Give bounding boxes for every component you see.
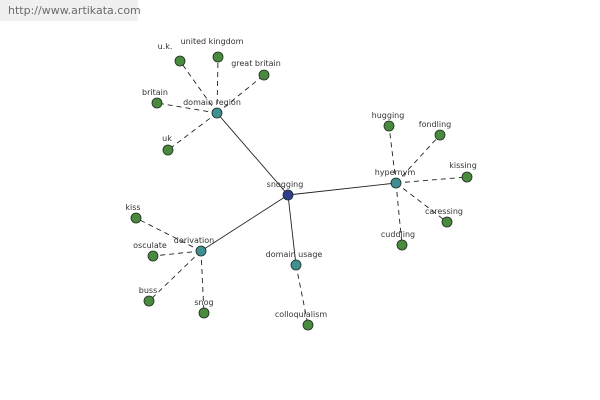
label-colloquialism: colloquialism bbox=[275, 310, 328, 319]
label-derivation: derivation bbox=[174, 236, 214, 245]
node-snogging[interactable] bbox=[282, 189, 294, 201]
node-snog[interactable] bbox=[198, 307, 210, 319]
node-caressing[interactable] bbox=[441, 216, 453, 228]
edge-domain-region-united-kingdom bbox=[216, 56, 219, 114]
edge-derivation-snog bbox=[200, 250, 205, 314]
edge-hypernym-cuddling bbox=[395, 182, 403, 246]
label-united-kingdom: united kingdom bbox=[181, 37, 244, 46]
label-cuddling: cuddling bbox=[381, 230, 415, 239]
label-hypernym: hypernym bbox=[375, 168, 416, 177]
node-uk-dotted[interactable] bbox=[174, 55, 186, 67]
label-snog: snog bbox=[194, 298, 213, 307]
label-great-britain: great britain bbox=[231, 59, 281, 68]
node-domain-region[interactable] bbox=[211, 107, 223, 119]
edge-snogging-domain-region bbox=[216, 112, 289, 196]
label-britain: britain bbox=[142, 88, 168, 97]
node-uk[interactable] bbox=[162, 144, 174, 156]
label-caressing: caressing bbox=[425, 207, 463, 216]
node-fondling[interactable] bbox=[434, 129, 446, 141]
node-great-britain[interactable] bbox=[258, 69, 270, 81]
node-cuddling[interactable] bbox=[396, 239, 408, 251]
labels-layer: u.k. united kingdom great britain britain uk… bbox=[125, 37, 476, 319]
node-buss[interactable] bbox=[143, 295, 155, 307]
label-kiss: kiss bbox=[125, 203, 140, 212]
label-hugging: hugging bbox=[372, 111, 405, 120]
label-uk-dotted: u.k. bbox=[158, 42, 173, 51]
edge-hypernym-kissing bbox=[395, 176, 468, 184]
source-url: http://www.artikata.com bbox=[8, 4, 141, 17]
node-kissing[interactable] bbox=[461, 171, 473, 183]
node-colloquialism[interactable] bbox=[302, 319, 314, 331]
edge-derivation-buss bbox=[148, 250, 202, 302]
edge-domain-usage-colloquialism bbox=[295, 264, 309, 326]
node-britain[interactable] bbox=[151, 97, 163, 109]
edge-snogging-domain-usage bbox=[287, 194, 297, 266]
label-kissing: kissing bbox=[449, 161, 477, 170]
nodes-layer bbox=[130, 51, 473, 331]
label-uk: uk bbox=[162, 134, 172, 143]
node-kiss[interactable] bbox=[130, 212, 142, 224]
edge-domain-region-uk-dotted bbox=[179, 60, 218, 114]
label-osculate: osculate bbox=[133, 241, 167, 250]
label-snogging: snogging bbox=[267, 180, 304, 189]
node-osculate[interactable] bbox=[147, 250, 159, 262]
label-domain-usage: domain usage bbox=[266, 250, 323, 259]
node-domain-usage[interactable] bbox=[290, 259, 302, 271]
edge-domain-region-britain bbox=[156, 102, 218, 114]
node-hugging[interactable] bbox=[383, 120, 395, 132]
edge-hypernym-hugging bbox=[388, 125, 397, 184]
edge-hypernym-caressing bbox=[395, 182, 448, 223]
edge-derivation-kiss bbox=[135, 217, 202, 252]
label-buss: buss bbox=[139, 286, 157, 295]
source-url-bar: http://www.artikata.com bbox=[0, 0, 141, 21]
edges-layer bbox=[135, 56, 468, 326]
edge-domain-region-uk bbox=[167, 112, 218, 151]
edge-domain-region-great-britain bbox=[216, 74, 265, 114]
node-hypernym[interactable] bbox=[390, 177, 402, 189]
label-fondling: fondling bbox=[419, 120, 451, 129]
edge-derivation-osculate bbox=[152, 250, 202, 257]
edge-snogging-derivation bbox=[200, 194, 289, 252]
edge-hypernym-fondling bbox=[395, 134, 441, 184]
edge-snogging-hypernym bbox=[287, 182, 397, 196]
node-united-kingdom[interactable] bbox=[212, 51, 224, 63]
node-derivation[interactable] bbox=[195, 245, 207, 257]
label-domain-region: domain region bbox=[183, 98, 241, 107]
